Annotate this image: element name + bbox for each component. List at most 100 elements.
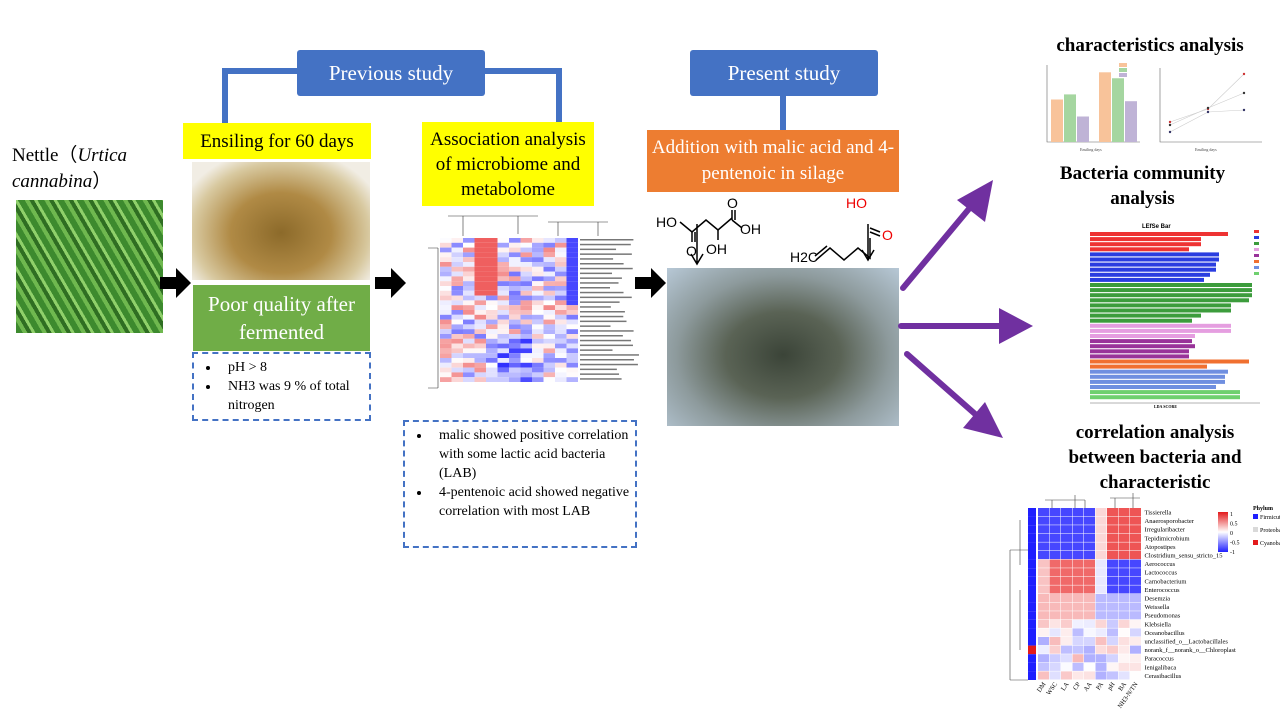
- heatmap-cell: [463, 247, 475, 253]
- heatmap-cell: [486, 367, 498, 373]
- heatmap-cell: [497, 238, 509, 243]
- svg-text:OH: OH: [740, 221, 761, 237]
- heatmap-cell: [463, 324, 475, 330]
- heatmap-cell: [486, 271, 498, 277]
- heatmap-cell: [1095, 645, 1107, 654]
- lda-bar: [1090, 247, 1189, 252]
- heatmap-cell: [1072, 559, 1084, 568]
- heatmap-cell: [509, 281, 521, 286]
- lda-bar: [1090, 288, 1252, 293]
- heatmap-cell: [1049, 645, 1061, 654]
- scale-label: 0.5: [1230, 522, 1238, 528]
- heatmap-cell: [474, 310, 486, 315]
- heatmap-cell: [440, 353, 452, 358]
- heatmap-cell: [1049, 525, 1061, 534]
- heatmap-cell: [451, 266, 463, 272]
- heatmap-cell: [451, 377, 463, 382]
- heatmap-cell: [509, 271, 521, 277]
- row-label: Cerasibacillus: [1145, 673, 1182, 680]
- heatmap-cell: [520, 247, 532, 253]
- heatmap-cell: [474, 257, 486, 262]
- heatmap-cell: [543, 276, 555, 282]
- heatmap-cell: [451, 353, 463, 358]
- heatmap-cell: [520, 242, 532, 248]
- heatmap-cell: [1038, 645, 1049, 654]
- scale-label: 1: [1230, 512, 1233, 518]
- lda-bar: [1090, 359, 1249, 364]
- series-line: [1169, 73, 1245, 123]
- heatmap-cell: [520, 286, 532, 291]
- heatmap-cell: [520, 367, 532, 373]
- heatmap-cell: [1107, 525, 1118, 534]
- heatmap-cell: [532, 290, 544, 296]
- heatmap-cell: [566, 353, 578, 358]
- heatmap-cell: [1061, 533, 1072, 542]
- heatmap-cell: [440, 377, 452, 382]
- heatmap-cell: [1095, 611, 1107, 620]
- row-label: unclassified_o__Lactobacillales: [1145, 639, 1229, 646]
- heatmap-cell: [451, 271, 463, 277]
- heatmap-cell: [1130, 654, 1141, 663]
- heatmap-cell: [1038, 671, 1049, 680]
- heatmap-cell: [486, 362, 498, 368]
- heatmap-cell: [463, 367, 475, 373]
- lda-bar: [1090, 308, 1231, 313]
- row-label-mark: [580, 363, 638, 366]
- heatmap-cell: [463, 310, 475, 315]
- heatmap-cell: [509, 353, 521, 358]
- heatmap-cell: [486, 343, 498, 349]
- heatmap-cell: [1072, 637, 1084, 646]
- heatmap-cell: [1107, 568, 1118, 577]
- heatmap-cell: [1107, 637, 1118, 646]
- heatmap-cell: [1072, 585, 1084, 594]
- heatmap-cell: [1107, 576, 1118, 585]
- heatmap-cell: [1130, 551, 1141, 560]
- heatmap-cell: [1072, 594, 1084, 603]
- heatmap-cell: [1130, 508, 1141, 517]
- heatmap-cell: [440, 295, 452, 301]
- heatmap-cell: [543, 343, 555, 349]
- heatmap-cell: [451, 343, 463, 349]
- heatmap-cell: [497, 286, 509, 291]
- heatmap-cell: [463, 242, 475, 248]
- heatmap-cell: [486, 252, 498, 258]
- heatmap-cell: [1038, 525, 1049, 534]
- bracket-left: [222, 68, 228, 124]
- scale-label: -0.5: [1230, 541, 1240, 547]
- heatmap-cell: [555, 266, 567, 272]
- row-label-mark: [580, 330, 634, 332]
- present-study-label: Present study: [690, 50, 878, 96]
- heatmap-cell: [1072, 576, 1084, 585]
- heatmap-cell: [509, 257, 521, 262]
- heatmap-cell: [566, 266, 578, 272]
- x-axis-label: Ensiling days: [1080, 147, 1102, 152]
- previous-study-label: Previous study: [297, 50, 485, 96]
- heatmap-cell: [474, 319, 486, 325]
- row-label-mark: [580, 325, 611, 327]
- heatmap-cell: [532, 300, 544, 306]
- heatmap-cell: [1130, 637, 1141, 646]
- heatmap-cell: [555, 276, 567, 282]
- heatmap-cell: [509, 377, 521, 382]
- heatmap-cell: [520, 257, 532, 262]
- heatmap-cell: [566, 324, 578, 330]
- heatmap-cell: [1130, 594, 1141, 603]
- heatmap-cell: [532, 329, 544, 334]
- lda-bar: [1090, 298, 1249, 303]
- heatmap-cell: [497, 276, 509, 282]
- svg-text:O: O: [727, 195, 738, 211]
- lda-bar: [1090, 349, 1189, 354]
- legend-swatch: [1254, 248, 1259, 251]
- note: pH > 8: [220, 358, 369, 377]
- heatmap-cell: [566, 362, 578, 368]
- heatmap-cell: [1038, 654, 1049, 663]
- lda-bar: [1090, 272, 1210, 277]
- lda-bar: [1090, 293, 1252, 298]
- lda-bar: [1090, 395, 1240, 400]
- heatmap-cell: [463, 358, 475, 363]
- heatmap-cell: [1095, 525, 1107, 534]
- heatmap-cell: [1038, 662, 1049, 671]
- heatmap-cell: [532, 348, 544, 354]
- heatmap-cell: [566, 290, 578, 296]
- phylum-bar: [1028, 568, 1036, 577]
